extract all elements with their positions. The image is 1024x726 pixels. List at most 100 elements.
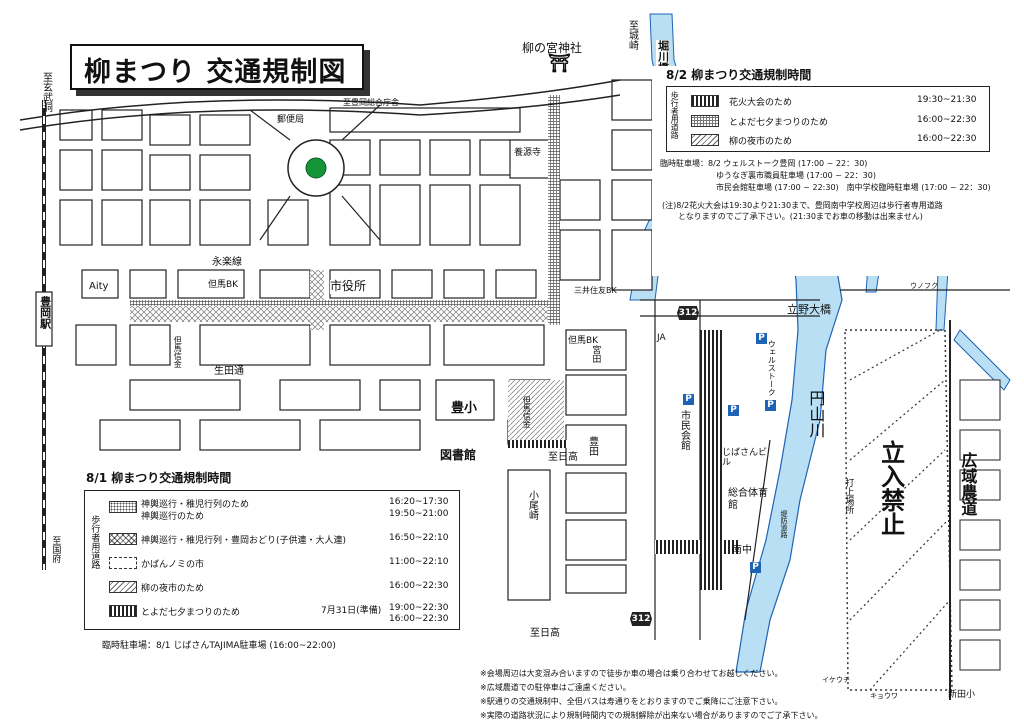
legend-row-time: 16:00~22:30	[917, 134, 977, 144]
legend-row-label: 神輿巡行・稚児行列のため	[141, 500, 250, 510]
toyoshou-label: 豊小	[451, 401, 478, 416]
gov-office-label: 至豊岡総合庁舎	[343, 98, 399, 107]
title-box: 柳まつり 交通規制図	[70, 44, 364, 90]
route-shield-icon: 312	[677, 306, 699, 320]
page-title: 柳まつり 交通規制図	[84, 57, 347, 88]
legend-row-label: とよだ七夕まつりのため	[729, 118, 829, 128]
note-line: (注)8/2花火大会は19:30より21:30まで、豊岡南中学校周辺は歩行者専用…	[662, 201, 943, 210]
parking-line: 市民会館駐車場 (17:00 ~ 22:30) 南中学校臨時駐車場 (17:00…	[716, 183, 991, 192]
legend-row-time: 19:00~22:30	[389, 603, 449, 613]
black-road	[655, 540, 740, 554]
torii-icon: ⛩	[548, 53, 571, 74]
black-zone	[508, 440, 568, 448]
legend-row-time: 16:00~22:30	[389, 581, 449, 591]
welstoke-label: ウェルストーク	[767, 340, 777, 396]
legend-row-time: 16:20~17:30	[389, 497, 449, 507]
parking-icon: P	[765, 400, 776, 411]
tributary	[953, 329, 1011, 391]
dotted-diagonals	[849, 329, 951, 691]
street	[654, 300, 701, 640]
nanchu-label: 南中	[732, 545, 752, 556]
footnote: ※広域農道での駐停車はご遠慮ください。	[480, 683, 631, 692]
koozaki-label: 小尾崎	[526, 490, 538, 520]
legend-row-label: 柳の夜市のため	[141, 584, 205, 594]
legend-row-time: 11:00~22:10	[389, 557, 449, 567]
swatch-grid	[691, 115, 719, 127]
parking-icon: P	[756, 333, 767, 344]
legend-row-label: 神輿巡行のため	[141, 512, 205, 522]
legend-row-time: 19:50~21:00	[389, 509, 449, 519]
parking-line: 臨時駐車場：8/1 じばさんTAJIMA駐車場 (16:00~22:00)	[102, 641, 336, 651]
legend-8-1-side: 歩行者用道路	[89, 515, 100, 569]
nitta-elem-label: 新田小	[948, 690, 976, 700]
to-hidaka-label: 至日高	[548, 452, 578, 463]
post-office-label: 郵便局	[277, 115, 305, 125]
parking-icon: P	[728, 405, 739, 416]
legend-8-2-table: 歩行者用道路 花火大会のため 19:30~21:30 とよだ七夕まつりのため 1…	[666, 86, 990, 152]
jibasan-label: じばさんビル	[722, 448, 768, 469]
parking-icon: P	[750, 562, 761, 573]
legend-row-time: 16:50~22:10	[389, 533, 449, 543]
legend-8-1-header: 8/1 柳まつり交通規制時間	[86, 471, 232, 485]
toyota-label: 豊田	[586, 436, 598, 456]
swatch-dot	[109, 501, 137, 513]
no-entry-label: 立入禁止	[876, 440, 905, 536]
swatch-diag	[109, 581, 137, 593]
legend-row-label: 神輿巡行・稚児行列・豊岡おどり(子供連・大人連)	[141, 536, 347, 546]
parking-icon: P	[683, 394, 694, 405]
eirakusen-label: 永楽線	[212, 257, 242, 268]
right-blocks	[959, 379, 1001, 671]
street	[640, 289, 1010, 301]
parking-line: 臨時駐車場：8/2 ウェルストーク豊岡 (17:00 ~ 22：30)	[660, 159, 868, 168]
legend-row-label: 柳の夜市のため	[729, 137, 793, 147]
levee-road	[744, 439, 771, 621]
to-genbudo-label: 至玄武洞	[40, 72, 52, 112]
legend-8-2: 8/2 柳まつり交通規制時間 歩行者用道路 花火大会のため 19:30~21:3…	[652, 66, 992, 276]
no-entry-boundary	[844, 329, 953, 691]
maruyama-river-label: 円山川	[806, 390, 826, 438]
gym-label: 総合体育館	[728, 488, 768, 511]
note-line: となりますのでご了承下さい。(21:30までお車の移動は出来ません)	[678, 212, 923, 221]
legend-row-label: 花火大会のため	[729, 98, 793, 108]
to-kinosaki-label: 至城崎	[626, 20, 638, 50]
ja-label: JA	[657, 333, 666, 343]
levee-road-label: 堤防道路	[780, 510, 789, 538]
swatch-diag	[691, 134, 719, 146]
city-hall-label: 市役所	[330, 279, 367, 294]
footnote: ※実際の道路状況により規制時間内での規制解除が出来ない場合がありますのでご了承下…	[480, 711, 823, 720]
aity-label: Aity	[89, 281, 109, 292]
city-hall-hall-label: 市民会館	[678, 410, 690, 450]
miyata-label: 宮田	[590, 345, 601, 363]
tajima-bk-label: 但馬BK	[208, 280, 239, 290]
shrine-label: 柳の宮神社	[522, 41, 583, 55]
swatch-cross	[109, 533, 137, 545]
main-road	[19, 79, 621, 121]
ikutadori-label: 生田通	[214, 366, 244, 377]
library-label: 図書館	[440, 448, 477, 462]
legend-row-extra: 7月31日(準備)	[321, 606, 382, 616]
tatsuno-bridge-label: 立野大橋	[787, 303, 831, 316]
city-blocks	[59, 79, 653, 601]
black-road	[700, 330, 722, 590]
swatch-dashed	[109, 557, 137, 569]
unofuku-label: ウノフク	[910, 282, 938, 290]
kyowa-label: キョウワ	[870, 692, 898, 700]
mitsui-label: 三井住友BK	[574, 286, 617, 295]
tajima-shinkin-label: 但馬信金	[173, 336, 183, 368]
legend-row-time: 19:30~21:30	[917, 95, 977, 105]
maruyama-river	[735, 229, 843, 673]
ikeuchi-label: イケウチ	[822, 676, 850, 684]
main-road	[19, 94, 621, 131]
to-hidaka2-label: 至日高	[530, 628, 560, 639]
legend-8-2-side: 歩行者用道路	[670, 91, 680, 139]
grid-zone	[548, 95, 560, 325]
footnote: ※会場周辺は大変混み合いますので徒歩か車の場合は乗り合わせてお越しください。	[480, 669, 783, 678]
diag-zone	[508, 380, 564, 440]
footnote: ※駅通りの交通規制中、全但バスは寿通りをとおりますのでご乗降にご注意下さい。	[480, 697, 783, 706]
radial-road	[249, 104, 381, 241]
station-box	[35, 291, 53, 347]
fireworks-site-label: 打上場所	[843, 478, 854, 514]
to-kuni-label: 至国府	[50, 536, 61, 563]
roundabout-center	[305, 157, 327, 179]
